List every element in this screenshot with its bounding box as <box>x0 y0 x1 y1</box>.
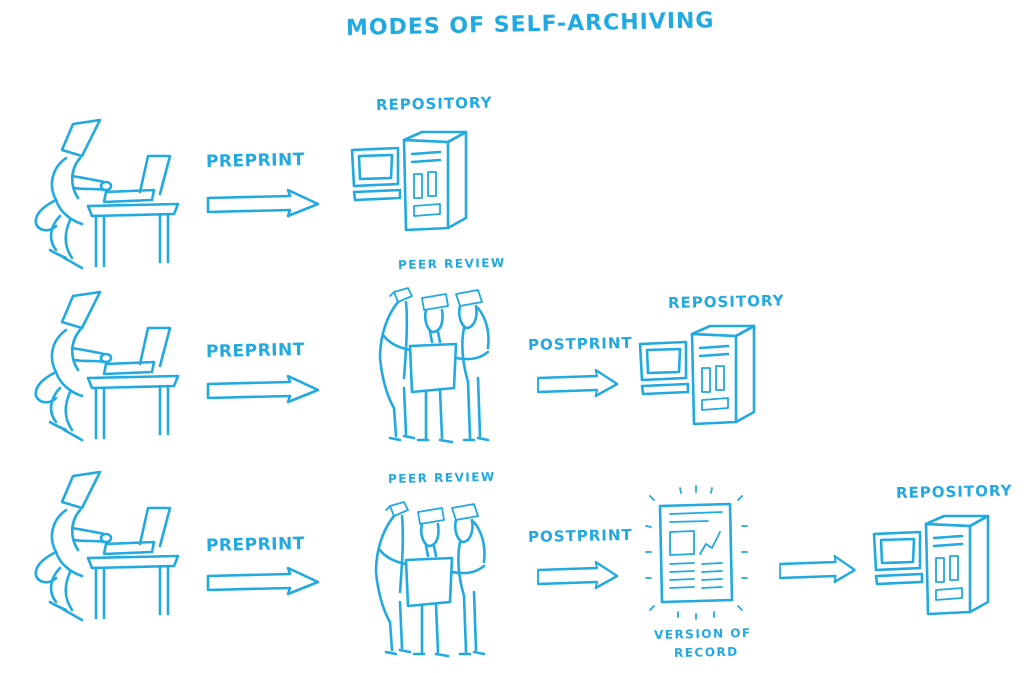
peer-reviewers-icon <box>378 286 490 444</box>
arrow-right-icon <box>206 566 320 596</box>
arrow-right-icon <box>206 374 320 404</box>
repository-server-icon <box>638 324 756 426</box>
postprint-label: Postprint <box>527 333 633 354</box>
preprint-label: Preprint <box>205 533 306 556</box>
preprint-label: Preprint <box>205 149 306 172</box>
repository-label: Repository <box>895 481 1013 502</box>
peer-reviewers-icon <box>374 500 486 658</box>
version-of-record-label-line1: Version of <box>653 625 752 642</box>
author-at-laptop-icon <box>34 118 180 270</box>
arrow-right-icon <box>778 554 857 584</box>
peer-review-label: Peer Review <box>387 469 496 486</box>
arrow-right-icon <box>536 368 619 398</box>
arrow-right-icon <box>206 188 320 218</box>
postprint-label: Postprint <box>527 525 633 546</box>
repository-server-icon <box>350 130 468 232</box>
preprint-label: Preprint <box>205 339 306 362</box>
peer-review-label: Peer Review <box>397 255 506 272</box>
version-of-record-label-line2: Record <box>673 644 739 660</box>
author-at-laptop-icon <box>34 470 180 622</box>
repository-server-icon <box>872 514 990 616</box>
arrow-right-icon <box>536 560 619 590</box>
published-article-icon <box>644 484 749 621</box>
repository-label: Repository <box>667 291 785 312</box>
author-at-laptop-icon <box>34 290 180 442</box>
repository-label: Repository <box>375 93 493 114</box>
